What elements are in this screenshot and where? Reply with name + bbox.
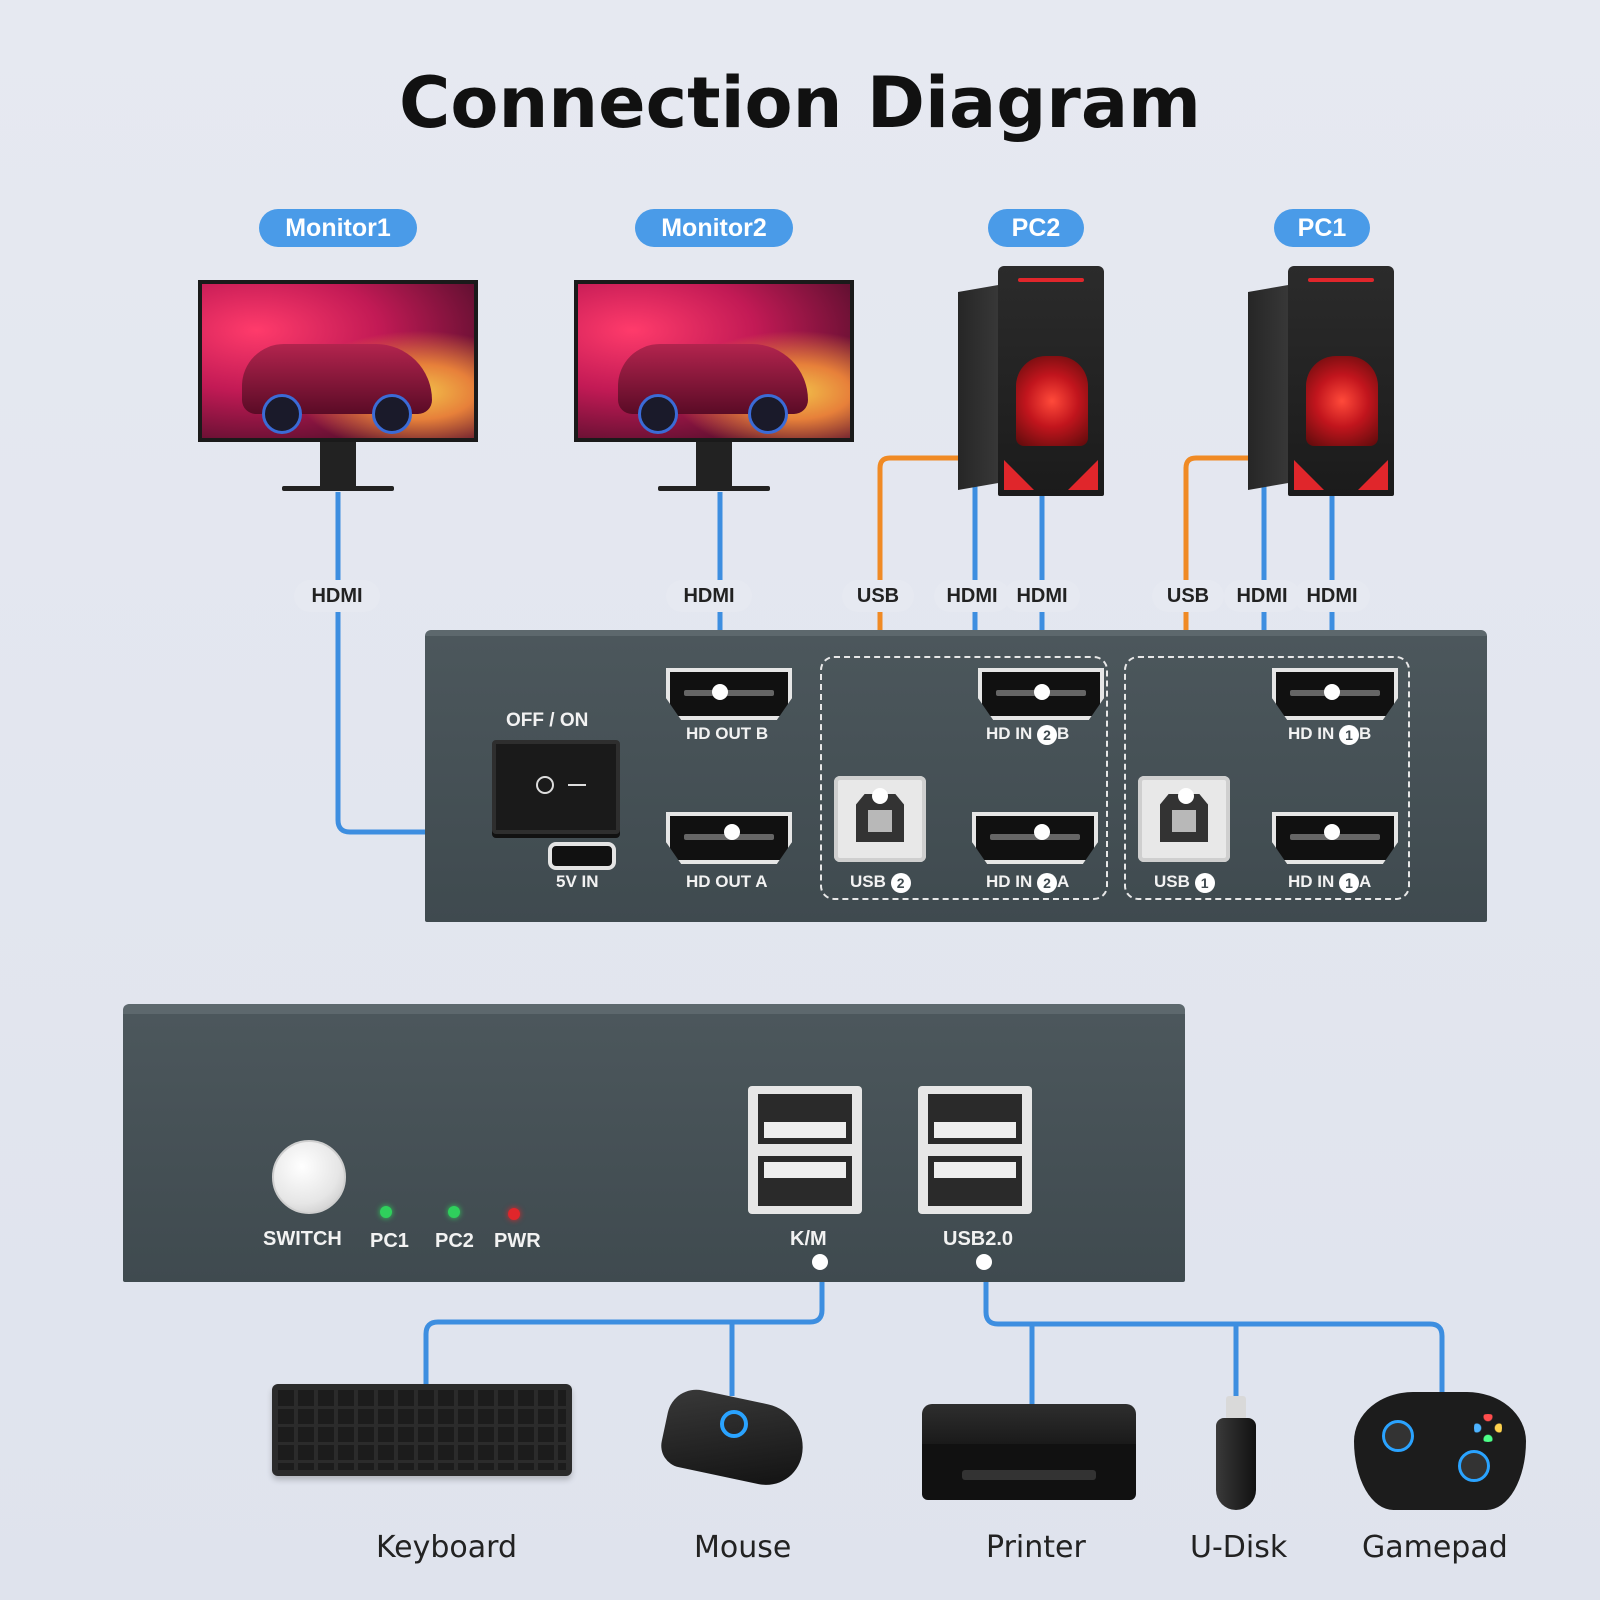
hd-in-2b-number: 2 (1037, 724, 1058, 745)
gamepad-label: Gamepad (1362, 1530, 1508, 1565)
micro-usb-port[interactable] (548, 842, 616, 870)
udisk-image (1216, 1396, 1256, 1512)
usb20-cable (983, 1264, 1445, 1394)
hd-out-b-port[interactable] (666, 668, 792, 720)
usb2-number: 2 (890, 872, 911, 893)
keyboard-label: Keyboard (376, 1530, 518, 1565)
hd-in-1b-suffix: B (1359, 724, 1372, 743)
pc1-led-label: PC1 (370, 1230, 409, 1252)
pc2-label: PC2 (988, 209, 1084, 247)
cable-label-hdmi-monitor2: HDMI (666, 580, 752, 612)
cable-label-hdmi-pc1-b: HDMI (1294, 580, 1370, 612)
printer-image (922, 1404, 1136, 1500)
keyboard-image (272, 1384, 572, 1476)
power-rocker-switch[interactable] (492, 740, 620, 834)
connection-dot-km (812, 1254, 828, 1270)
diagram-title: Connection Diagram (399, 62, 1201, 144)
gamepad-image (1354, 1392, 1526, 1510)
hd-in-2a-number: 2 (1037, 872, 1058, 893)
usb20-label: USB2.0 (943, 1228, 1014, 1250)
pwr-led (508, 1208, 520, 1220)
hd-in-1a-suffix: A (1359, 872, 1372, 891)
monitor1-label: Monitor1 (259, 209, 417, 247)
pc2-tower-image (958, 266, 1104, 496)
connection-dot-hd-out-b (712, 684, 728, 700)
cable-label-usb-pc2: USB (842, 580, 914, 612)
pc1-led (380, 1206, 392, 1218)
usb2-label-text: USB (850, 872, 886, 891)
monitor2-label: Monitor2 (635, 209, 793, 247)
km-label: K/M (790, 1228, 827, 1250)
cable-label-hdmi-pc2-b: HDMI (1004, 580, 1080, 612)
hd-in-1a-text: HD IN (1288, 872, 1335, 891)
usb1-label-text: USB (1154, 872, 1190, 891)
mouse-image (657, 1384, 811, 1492)
switch-label: SWITCH (263, 1228, 342, 1250)
hd-in-1b-number: 1 (1339, 724, 1360, 745)
power-in-label: 5V IN (556, 872, 599, 891)
hd-in-1a-number: 1 (1339, 872, 1360, 893)
mouse-label: Mouse (694, 1530, 792, 1565)
switch-button[interactable] (272, 1140, 346, 1214)
pc2-led-label: PC2 (435, 1230, 474, 1252)
km-cable (423, 1264, 825, 1388)
udisk-label: U-Disk (1190, 1530, 1288, 1565)
hd-out-a-label: HD OUT A (686, 872, 768, 891)
connection-dot-usb1 (1178, 788, 1194, 804)
pc1-tower-image (1248, 266, 1394, 496)
hd-in-2b-text: HD IN (986, 724, 1033, 743)
cable-label-hdmi-monitor1: HDMI (294, 580, 380, 612)
power-switch-label: OFF / ON (506, 710, 589, 731)
printer-label: Printer (986, 1530, 1086, 1565)
connection-dot-usb20 (976, 1254, 992, 1270)
hd-in-2a-suffix: A (1057, 872, 1070, 891)
hd-in-1b-text: HD IN (1288, 724, 1335, 743)
connection-dot-hd-out-a (724, 824, 740, 840)
pwr-led-label: PWR (494, 1230, 541, 1252)
hd-in-2a-text: HD IN (986, 872, 1033, 891)
usb1-label: USB 1 (1154, 872, 1215, 893)
pc2-port-group (820, 656, 1108, 900)
connection-dot-hd-in-2b (1034, 684, 1050, 700)
usb20-ports[interactable] (918, 1086, 1032, 1214)
pc1-label: PC1 (1274, 209, 1370, 247)
connection-dot-hd-in-2a (1034, 824, 1050, 840)
connection-dot-hd-in-1b (1324, 684, 1340, 700)
hd-in-2a-port[interactable] (972, 812, 1098, 864)
pc2-led (448, 1206, 460, 1218)
usb1-number: 1 (1194, 872, 1215, 893)
monitor2-image (574, 280, 854, 492)
connection-dot-hd-in-1a (1324, 824, 1340, 840)
cable-label-hdmi-pc2-a: HDMI (934, 580, 1010, 612)
usb2-label: USB 2 (850, 872, 911, 893)
hd-in-2b-suffix: B (1057, 724, 1070, 743)
cable-label-usb-pc1: USB (1152, 580, 1224, 612)
cable-label-hdmi-pc1-a: HDMI (1224, 580, 1300, 612)
connection-dot-usb2 (872, 788, 888, 804)
km-usb-ports[interactable] (748, 1086, 862, 1214)
hd-out-b-label: HD OUT B (686, 724, 769, 743)
monitor1-image (198, 280, 478, 492)
